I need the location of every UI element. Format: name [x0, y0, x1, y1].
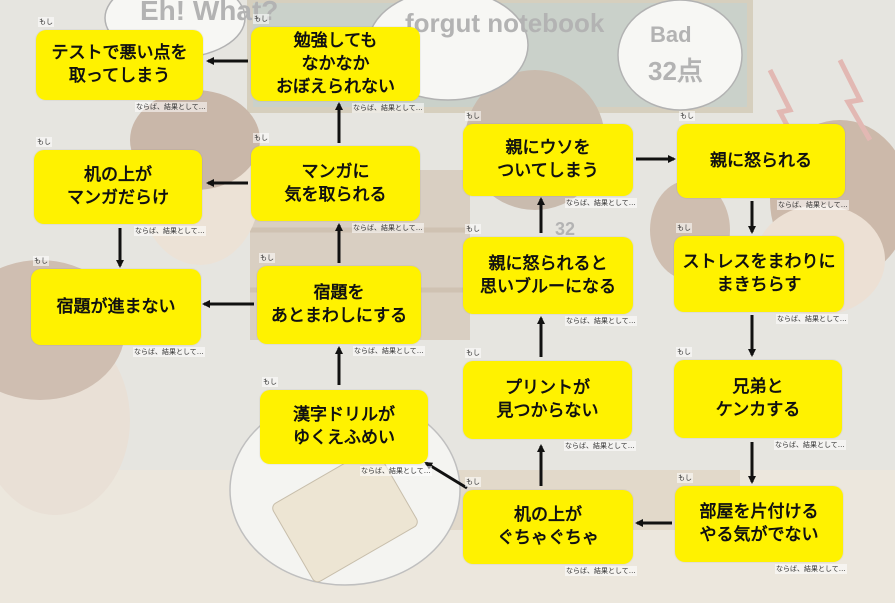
then-label: ならば、結果として…	[564, 441, 636, 451]
if-label: もし	[679, 111, 695, 121]
if-label: もし	[253, 14, 269, 24]
if-label: もし	[465, 477, 481, 487]
node-homework-stuck: 宿題が進まない	[31, 269, 201, 345]
if-label: もし	[33, 256, 49, 266]
if-label: もし	[253, 133, 269, 143]
then-label: ならば、結果として…	[360, 466, 432, 476]
node-desk-manga: 机の上が マンガだらけ	[34, 150, 202, 224]
if-label: もし	[465, 111, 481, 121]
then-label: ならば、結果として…	[134, 226, 206, 236]
node-print: プリントが 見つからない	[463, 361, 632, 439]
if-label: もし	[262, 377, 278, 387]
node-scolded: 親に怒られる	[677, 124, 845, 198]
if-label: もし	[465, 224, 481, 234]
if-label: もし	[38, 17, 54, 27]
then-label: ならば、結果として…	[565, 316, 637, 326]
node-messy: 机の上が ぐちゃぐちゃ	[463, 490, 633, 564]
if-label: もし	[36, 137, 52, 147]
then-label: ならば、結果として…	[565, 566, 637, 576]
arrow-messy-to-kanji	[424, 461, 468, 490]
node-kanji: 漢字ドリルが ゆくえふめい	[260, 390, 428, 464]
if-label: もし	[676, 347, 692, 357]
then-label: ならば、結果として…	[776, 314, 848, 324]
bg-bubble-right-score-text: 32点	[648, 56, 703, 86]
node-room: 部屋を片付ける やる気がでない	[675, 486, 843, 562]
then-label: ならば、結果として…	[133, 347, 205, 357]
if-label: もし	[677, 473, 693, 483]
if-label: もし	[676, 223, 692, 233]
then-label: ならば、結果として…	[777, 200, 849, 210]
bg-bubble-center-text: forgut notebook	[405, 8, 605, 38]
node-postpone: 宿題を あとまわしにする	[257, 266, 421, 344]
node-manga: マンガに 気を取られる	[251, 146, 420, 221]
then-label: ならば、結果として…	[135, 102, 207, 112]
node-stress: ストレスをまわりに まきちらす	[674, 236, 844, 312]
node-study: 勉強しても なかなか おぼえられない	[251, 27, 420, 101]
bg-board-number-text: 32	[555, 219, 575, 239]
then-label: ならば、結果として…	[775, 564, 847, 574]
then-label: ならば、結果として…	[774, 440, 846, 450]
then-label: ならば、結果として…	[353, 346, 425, 356]
node-lie: 親にウソを ついてしまう	[463, 124, 633, 196]
if-label: もし	[465, 348, 481, 358]
node-siblings: 兄弟と ケンカする	[674, 360, 842, 438]
then-label: ならば、結果として…	[352, 223, 424, 233]
bg-bubble-right-top-text: Bad	[650, 22, 692, 47]
node-blue: 親に怒られると 思いブルーになる	[463, 237, 633, 314]
if-label: もし	[259, 253, 275, 263]
then-label: ならば、結果として…	[352, 103, 424, 113]
node-test: テストで悪い点を 取ってしまう	[36, 30, 203, 100]
then-label: ならば、結果として…	[565, 198, 637, 208]
